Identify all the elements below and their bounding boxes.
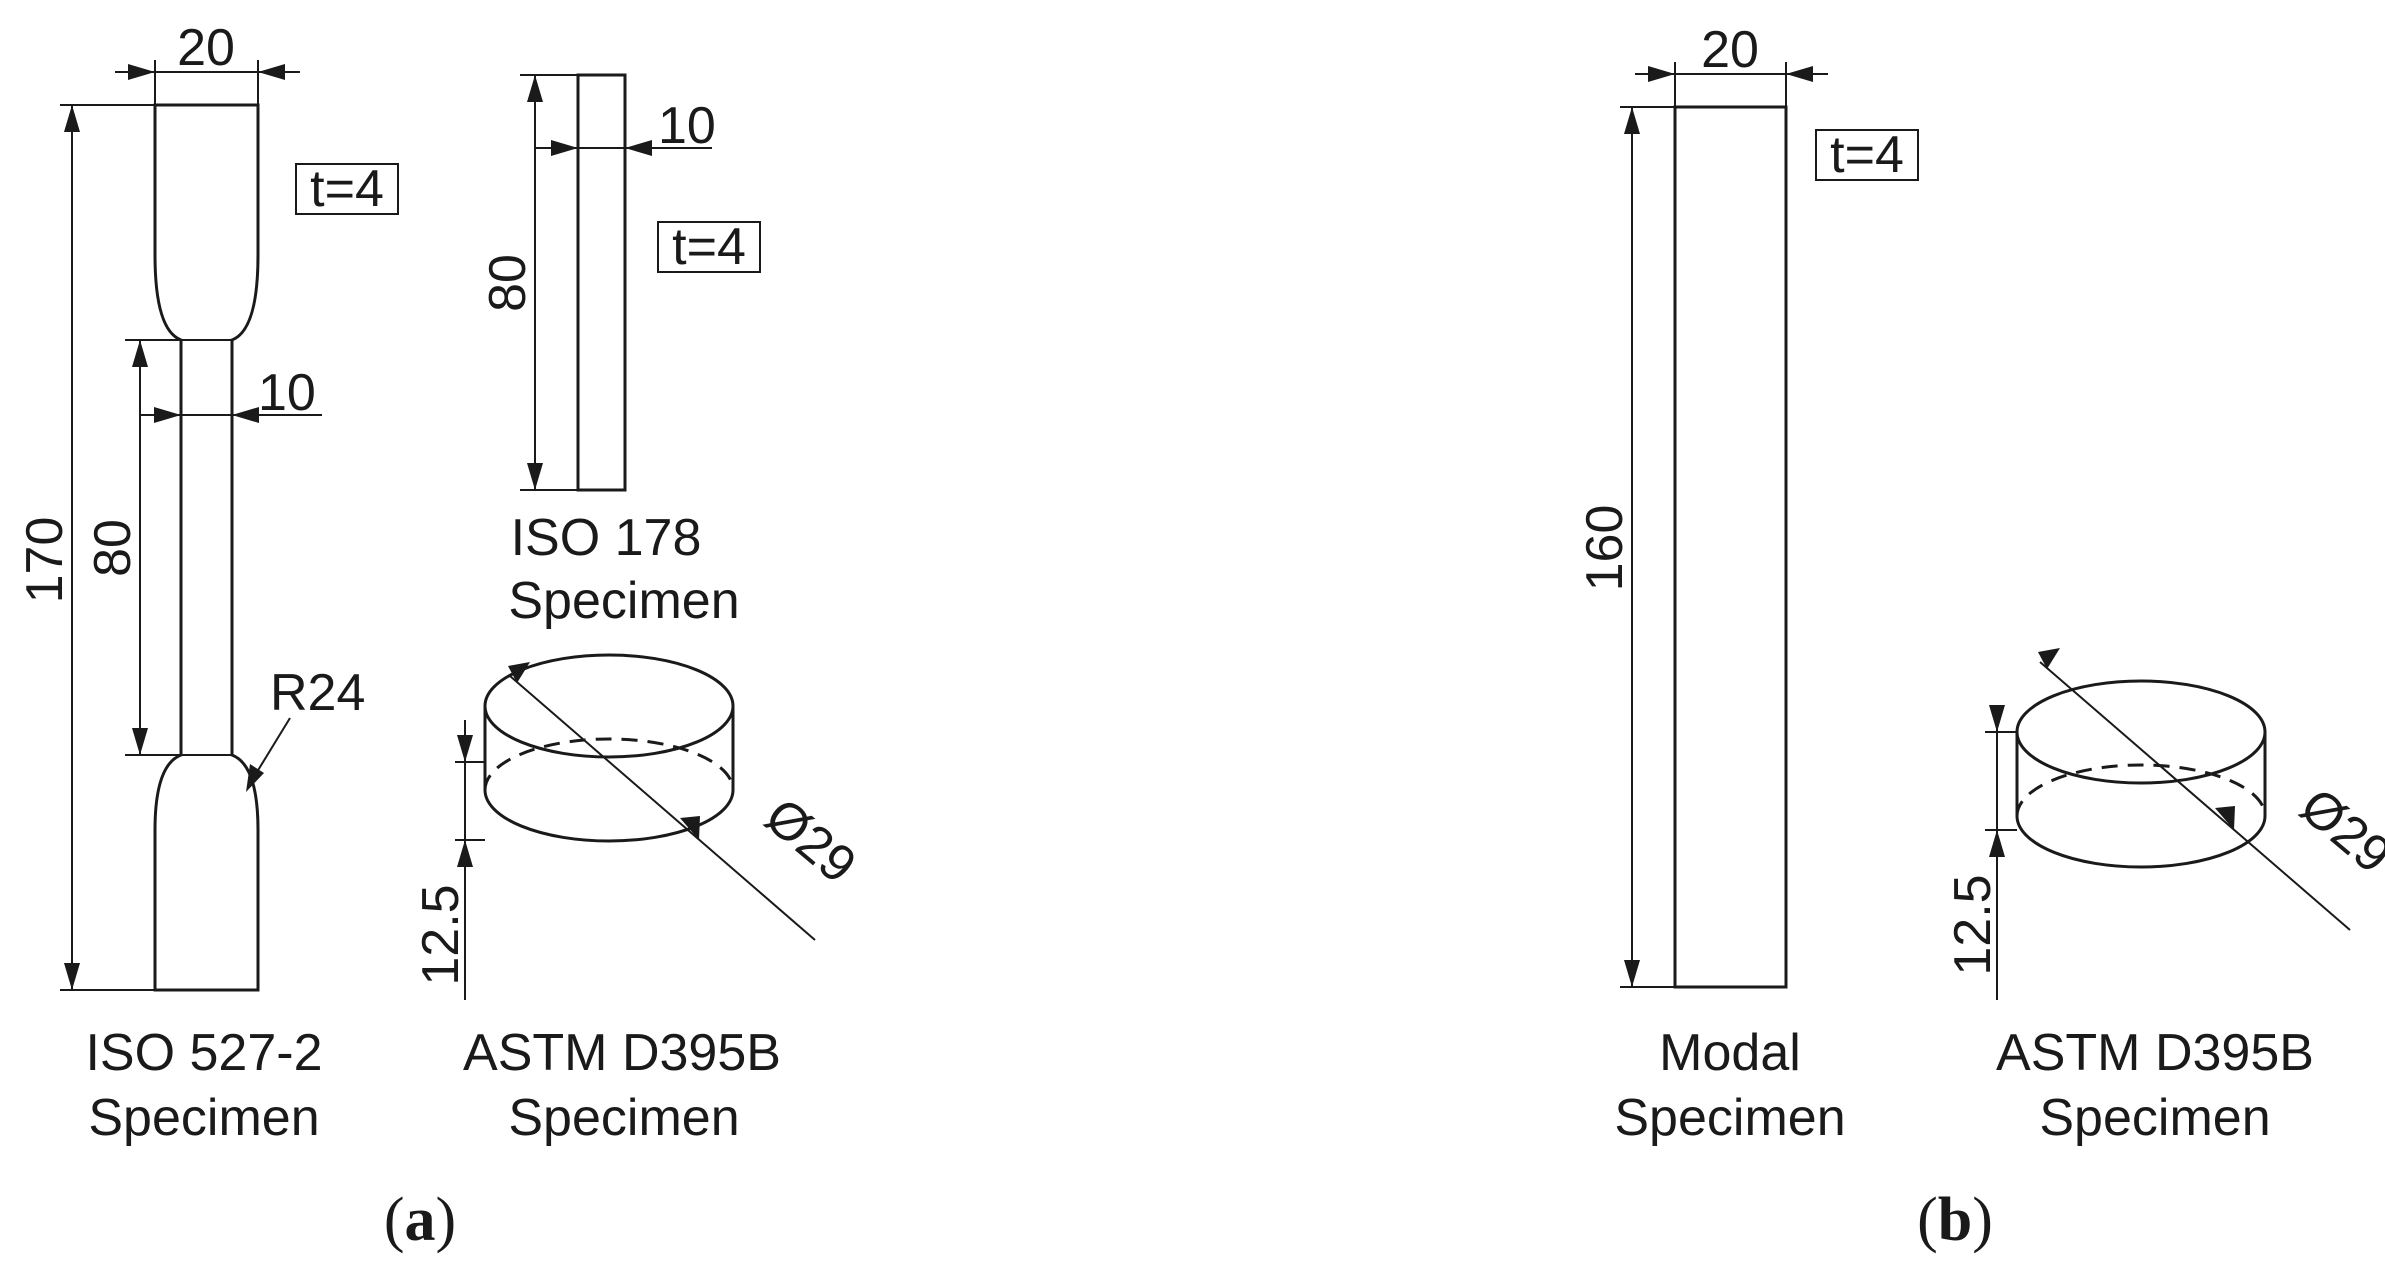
- astm-a-top-back: [483, 653, 735, 707]
- modal-width-label: 20: [1701, 21, 1759, 79]
- astm-a-top-front: [483, 705, 735, 759]
- iso178-outline: [576, 73, 627, 492]
- iso178-caption-line2: Specimen: [508, 572, 739, 630]
- panel-a: 20 170 80: [16, 19, 867, 1254]
- iso527-outline: [153, 103, 260, 992]
- astm-b-top-front: [2015, 731, 2267, 785]
- iso527-radius-label: R24: [270, 664, 365, 722]
- iso178-length-dimension: 80: [479, 74, 578, 491]
- iso178-caption-line1: ISO 178: [511, 509, 702, 567]
- modal-specimen: 20 160 t=4 Modal Specimen: [1576, 21, 1919, 1147]
- iso527-gauge-width-dimension: 10: [140, 364, 322, 423]
- iso178-width-label: 10: [658, 97, 716, 155]
- panel-a-label: (a): [384, 1186, 456, 1254]
- iso527-thickness-label: t=4: [310, 160, 384, 218]
- iso527-gauge-length-label: 80: [84, 519, 142, 577]
- astm-b-bottom-hidden: [2015, 763, 2267, 817]
- astm-b-diameter-label: Ø29: [2289, 777, 2385, 885]
- astm-b-caption-line1: ASTM D395B: [1996, 1024, 2314, 1082]
- astm-b-caption-line2: Specimen: [2039, 1089, 2270, 1147]
- iso527-caption-line1: ISO 527-2: [85, 1024, 322, 1082]
- iso527-gauge-width-label: 10: [258, 364, 316, 422]
- modal-caption-line2: Specimen: [1614, 1089, 1845, 1147]
- modal-thickness-label: t=4: [1830, 126, 1904, 184]
- modal-width-dimension: 20: [1635, 21, 1828, 107]
- astm-a-diameter-dimension: Ø29: [508, 662, 867, 941]
- iso527-specimen: 20 170 80: [16, 19, 399, 1147]
- iso178-thickness-label: t=4: [672, 218, 746, 276]
- iso178-length-label: 80: [479, 254, 537, 312]
- modal-thickness-box: t=4: [1815, 126, 1919, 184]
- iso527-length-dimension: 170: [16, 104, 155, 991]
- astm-b-bottom-front: [2015, 815, 2267, 869]
- astm-b-height-label: 12.5: [1944, 874, 2002, 975]
- iso527-width-dimension: 20: [115, 19, 300, 105]
- iso178-specimen: 80 10 t=4 ISO 178 Specimen: [479, 73, 761, 630]
- astm-b-top-back: [2015, 679, 2267, 733]
- iso527-caption-line2: Specimen: [88, 1089, 319, 1147]
- astm-a-caption-line1: ASTM D395B: [463, 1024, 781, 1082]
- modal-caption-line1: Modal: [1659, 1024, 1801, 1082]
- astm-b-specimen: Ø29 12.5 ASTM D395B Specimen: [1944, 648, 2385, 1147]
- panel-b: 20 160 t=4 Modal Specimen: [1576, 21, 2385, 1254]
- astm-a-height-label: 12.5: [412, 884, 470, 985]
- panel-b-label: (b): [1917, 1186, 1993, 1254]
- astm-a-caption-line2: Specimen: [508, 1089, 739, 1147]
- modal-outline: [1673, 105, 1788, 989]
- astm-a-specimen: Ø29 12.5 ASTM D395B Specimen: [412, 653, 867, 1147]
- iso527-thickness-box: t=4: [295, 160, 399, 218]
- iso527-radius-callout: R24: [246, 664, 365, 792]
- iso178-width-dimension: 10: [535, 97, 716, 156]
- iso527-width-label: 20: [177, 19, 235, 77]
- iso527-length-label: 170: [16, 517, 74, 604]
- modal-length-label: 160: [1576, 505, 1634, 592]
- astm-a-bottom-front: [483, 789, 735, 843]
- iso178-thickness-box: t=4: [657, 218, 761, 276]
- modal-length-dimension: 160: [1576, 106, 1675, 988]
- astm-a-height-dimension: 12.5: [412, 720, 485, 1000]
- astm-a-diameter-label: Ø29: [754, 787, 867, 895]
- astm-b-height-dimension: 12.5: [1944, 705, 2017, 1000]
- iso527-gauge-length-dimension: 80: [84, 339, 181, 756]
- astm-a-bottom-hidden: [483, 737, 735, 791]
